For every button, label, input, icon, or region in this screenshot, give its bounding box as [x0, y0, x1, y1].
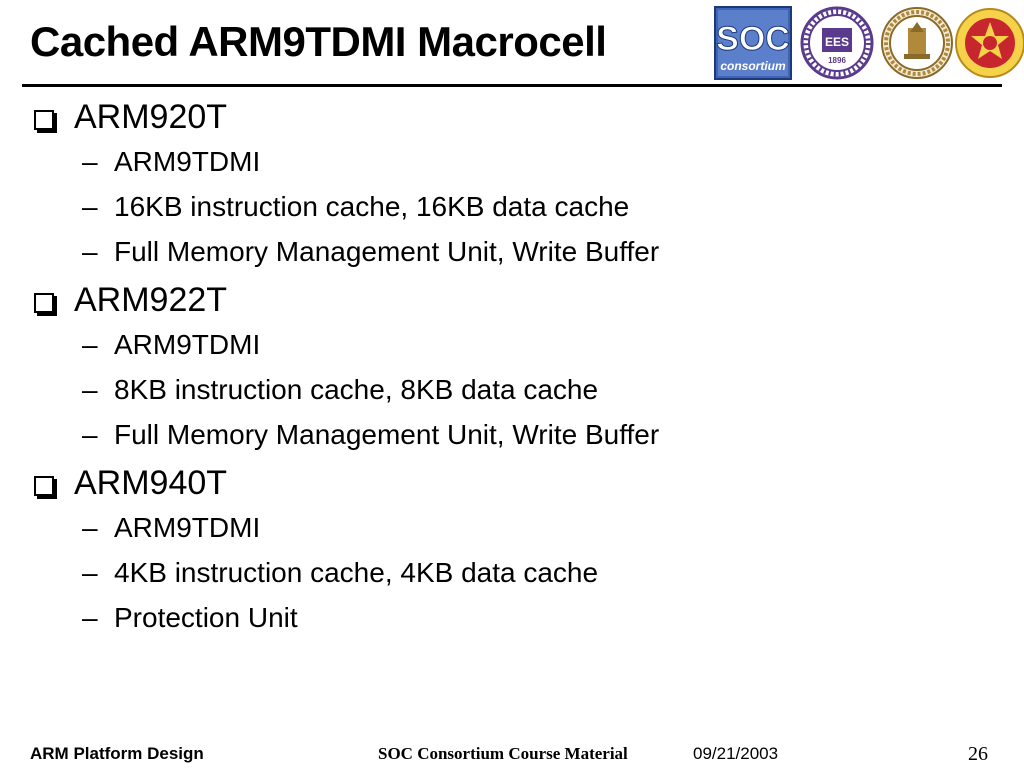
bullet-text: ARM9TDMI: [114, 329, 261, 360]
dash-bullet-icon: –: [82, 329, 98, 360]
university-seal-purple: EES 1896: [800, 6, 874, 80]
university-seal-gold: [881, 7, 953, 79]
bullet-level2: –16KB instruction cache, 16KB data cache: [30, 193, 990, 221]
section-arm920t: ARM920T –ARM9TDMI –16KB instruction cach…: [30, 100, 990, 266]
footer-material-label: SOC Consortium Course Material: [378, 744, 628, 763]
dash-bullet-icon: –: [82, 191, 98, 222]
bullet-text: ARM9TDMI: [114, 512, 261, 543]
section-arm922t: ARM922T –ARM9TDMI –8KB instruction cache…: [30, 283, 990, 449]
soc-logo-subtext: consortium: [720, 59, 786, 73]
section-heading: ARM922T: [74, 281, 228, 319]
dash-bullet-icon: –: [82, 146, 98, 177]
bullet-level2: –ARM9TDMI: [30, 514, 990, 542]
dash-bullet-icon: –: [82, 512, 98, 543]
slide-title: Cached ARM9TDMI Macrocell: [30, 18, 607, 65]
bullet-level2: –Protection Unit: [30, 604, 990, 632]
purple-seal-text: EES: [825, 35, 849, 49]
dash-bullet-icon: –: [82, 419, 98, 450]
university-seal-red: [955, 8, 1024, 78]
section-arm940t: ARM940T –ARM9TDMI –4KB instruction cache…: [30, 466, 990, 632]
checkbox-bullet-icon: [34, 110, 54, 130]
section-heading: ARM940T: [74, 464, 228, 502]
soc-logo-text: SOC: [716, 20, 790, 58]
dash-bullet-icon: –: [82, 236, 98, 267]
footer-course-title: ARM Platform Design: [30, 744, 204, 763]
dash-bullet-icon: –: [82, 557, 98, 588]
soc-consortium-logo: SOC consortium: [714, 6, 792, 80]
dash-bullet-icon: –: [82, 374, 98, 405]
bullet-level2: –8KB instruction cache, 8KB data cache: [30, 376, 990, 404]
footer-date: 09/21/2003: [693, 744, 779, 763]
bullet-text: Full Memory Management Unit, Write Buffe…: [114, 236, 660, 267]
section-heading: ARM920T: [74, 98, 228, 136]
title-divider: [22, 84, 1002, 87]
checkbox-bullet-icon: [34, 293, 54, 313]
page-number: 26: [968, 743, 988, 765]
bullet-text: 4KB instruction cache, 4KB data cache: [114, 557, 599, 588]
bullet-text: 8KB instruction cache, 8KB data cache: [114, 374, 599, 405]
bullet-level1: ARM940T: [30, 466, 990, 500]
bullet-text: ARM9TDMI: [114, 146, 261, 177]
bullet-text: Full Memory Management Unit, Write Buffe…: [114, 419, 660, 450]
bullet-level2: –Full Memory Management Unit, Write Buff…: [30, 421, 990, 449]
dash-bullet-icon: –: [82, 602, 98, 633]
bullet-level2: –4KB instruction cache, 4KB data cache: [30, 559, 990, 587]
bullet-level1: ARM920T: [30, 100, 990, 134]
bullet-level2: –ARM9TDMI: [30, 331, 990, 359]
purple-seal-year: 1896: [828, 56, 846, 65]
bullet-level2: –Full Memory Management Unit, Write Buff…: [30, 238, 990, 266]
checkbox-bullet-icon: [34, 476, 54, 496]
bullet-level2: –ARM9TDMI: [30, 148, 990, 176]
slide-body: ARM920T –ARM9TDMI –16KB instruction cach…: [30, 100, 990, 649]
bullet-level1: ARM922T: [30, 283, 990, 317]
bullet-text: Protection Unit: [114, 602, 298, 633]
bullet-text: 16KB instruction cache, 16KB data cache: [114, 191, 630, 222]
